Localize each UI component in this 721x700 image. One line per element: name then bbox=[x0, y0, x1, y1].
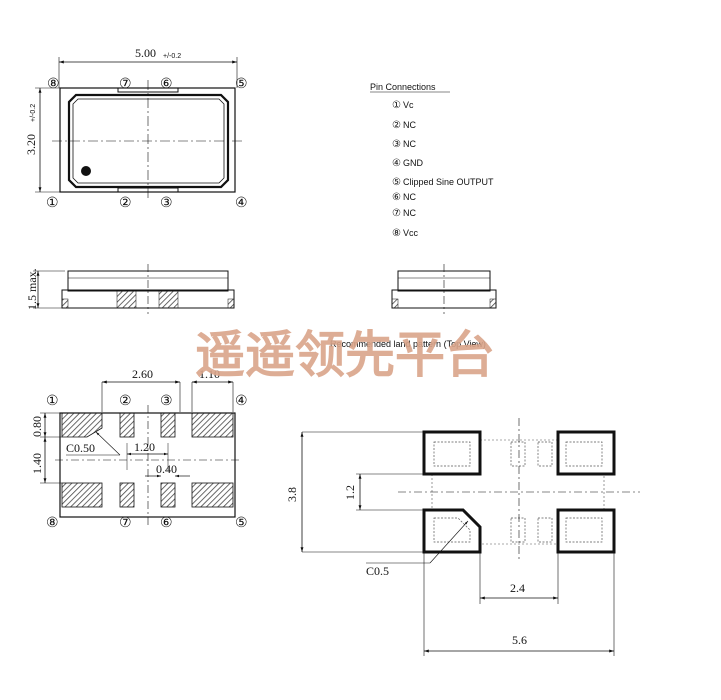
pin-conn-name-5: Clipped Sine OUTPUT bbox=[403, 177, 494, 187]
side-pad-right bbox=[158, 290, 179, 309]
pin-conn-num-4: ④ bbox=[392, 158, 401, 169]
land-pattern: Recommended land pattern (Top View) 3.8 … bbox=[285, 339, 640, 656]
bottom-pin-6: ⑥ bbox=[160, 515, 173, 531]
bottom-pin-3: ③ bbox=[160, 393, 173, 409]
bottom-gap-label: 1.40 bbox=[30, 453, 44, 474]
watermark-text: 遥遥领先平台 bbox=[195, 326, 495, 384]
pin-conn-num-7: ⑦ bbox=[392, 208, 401, 219]
top-pin-4: ④ bbox=[235, 195, 248, 211]
pin-conn-num-6: ⑥ bbox=[392, 192, 401, 203]
top-height-label: 3.20 bbox=[24, 134, 38, 155]
pin-conn-num-5: ⑤ bbox=[392, 177, 401, 188]
top-pin-1: ① bbox=[46, 195, 59, 211]
bottom-view: 2.60 1.10 0.80 1.40 1.20 0.40 C0 bbox=[30, 367, 248, 531]
top-pin-3: ③ bbox=[160, 195, 173, 211]
top-width-label: 5.00 bbox=[135, 46, 156, 60]
top-pin-6: ⑥ bbox=[160, 76, 173, 92]
land-width-label: 5.6 bbox=[512, 633, 527, 647]
pin-conn-name-4: GND bbox=[403, 158, 424, 168]
bottom-pad-4 bbox=[191, 412, 234, 438]
bottom-pin-8: ⑧ bbox=[46, 515, 59, 531]
bottom-pad-height-label: 0.80 bbox=[30, 416, 44, 437]
side-view-end bbox=[391, 264, 497, 314]
pin-connections-title: Pin Connections bbox=[370, 82, 436, 92]
top-lid bbox=[67, 93, 230, 189]
side-height-label: 1.5 max. bbox=[25, 268, 39, 310]
side-pad-left bbox=[116, 290, 137, 309]
pin-conn-name-7: NC bbox=[403, 208, 416, 218]
bottom-pin-7: ⑦ bbox=[119, 515, 132, 531]
top-pin-8: ⑧ bbox=[47, 76, 60, 92]
bottom-pad-1 bbox=[61, 412, 103, 438]
land-height-label: 3.8 bbox=[285, 487, 299, 502]
bottom-pad-6 bbox=[160, 482, 176, 508]
bottom-pad-3 bbox=[160, 412, 176, 438]
land-pad-top-left bbox=[422, 430, 482, 476]
pin-conn-num-2: ② bbox=[392, 120, 401, 131]
pin-conn-name-1: Vc bbox=[403, 100, 414, 110]
pin-conn-name-3: NC bbox=[403, 139, 416, 149]
bottom-pad-7 bbox=[119, 482, 135, 508]
bottom-pad-width-label: 1.10 bbox=[199, 367, 220, 381]
top-pin-7: ⑦ bbox=[119, 76, 132, 92]
top-pin-2: ② bbox=[119, 195, 132, 211]
land-pad-bottom-left bbox=[422, 508, 482, 554]
bottom-pin-1: ① bbox=[46, 393, 59, 409]
pin-conn-num-1: ① bbox=[392, 100, 401, 111]
pin-conn-name-2: NC bbox=[403, 120, 416, 130]
bottom-pad-8 bbox=[61, 482, 103, 508]
top-width-tolerance: +/-0.2 bbox=[163, 53, 181, 60]
bottom-center-label: 1.20 bbox=[134, 440, 155, 454]
pin-conn-num-8: ⑧ bbox=[392, 228, 401, 239]
pin-conn-name-8: Vcc bbox=[403, 228, 419, 238]
pin-connections: Pin Connections ① Vc ② NC ③ NC ④ GND ⑤ C… bbox=[370, 82, 494, 239]
top-package-outline bbox=[59, 87, 236, 193]
land-pattern-title: Recommended land pattern (Top View) bbox=[330, 339, 486, 349]
pin-conn-name-6: NC bbox=[403, 192, 416, 202]
side-view-front: 1.5 max. bbox=[25, 264, 235, 314]
pin1-marker-dot bbox=[81, 166, 91, 176]
land-pad-top-right bbox=[556, 430, 616, 476]
pin-conn-num-3: ③ bbox=[392, 139, 401, 150]
top-view: 5.00 +/-0.2 3.20 +/-0.2 ⑧ ⑦ ⑥ ⑤ ① ② ③ ④ bbox=[24, 46, 248, 211]
bottom-pad-5 bbox=[191, 482, 234, 508]
bottom-pin-2: ② bbox=[119, 393, 132, 409]
land-chamfer-label: C0.5 bbox=[366, 564, 389, 578]
bottom-pin-5: ⑤ bbox=[235, 515, 248, 531]
land-pitch-label: 2.4 bbox=[510, 581, 525, 595]
bottom-pad-2 bbox=[119, 412, 135, 438]
bottom-chamfer-label: C0.50 bbox=[66, 441, 95, 455]
land-pad-bottom-right bbox=[556, 508, 616, 554]
bottom-pitch-label: 2.60 bbox=[132, 367, 153, 381]
top-height-tolerance: +/-0.2 bbox=[30, 104, 37, 122]
bottom-pin-4: ④ bbox=[235, 393, 248, 409]
bottom-small-label: 0.40 bbox=[156, 462, 177, 476]
top-pin-5: ⑤ bbox=[235, 76, 248, 92]
land-gap-label: 1.2 bbox=[343, 485, 357, 500]
